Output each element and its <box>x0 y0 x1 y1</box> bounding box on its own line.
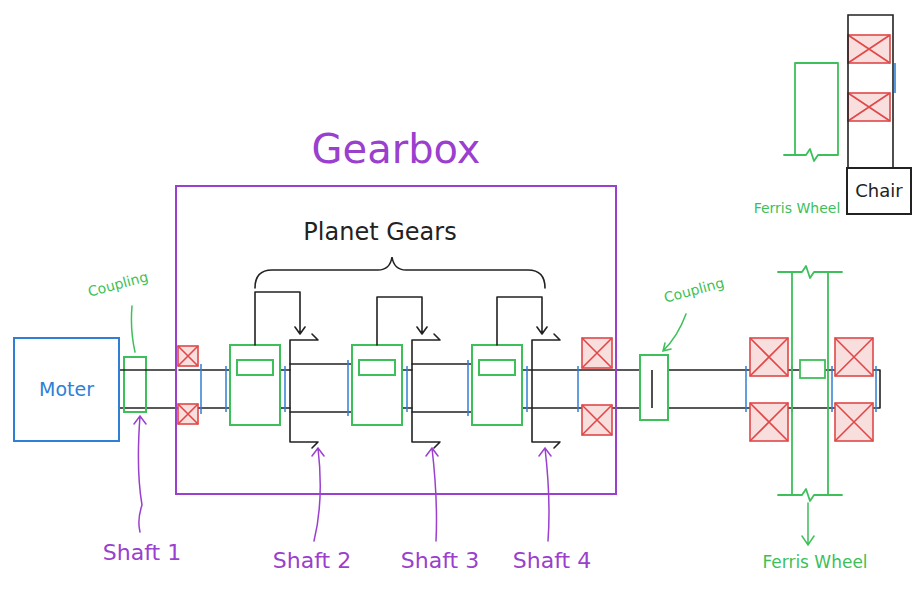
bearing-cross <box>582 338 612 368</box>
coupling-joint <box>651 370 653 408</box>
shaft-label: Shaft 2 <box>273 548 351 574</box>
bearing-box <box>848 35 890 63</box>
carrier-disc <box>412 334 440 448</box>
shaft-label: Shaft 3 <box>401 548 479 574</box>
leader-line <box>131 306 686 352</box>
leader-line <box>134 416 551 541</box>
bearing-box <box>178 404 198 424</box>
bearing-box <box>835 338 873 376</box>
ferris-wheel-section <box>778 266 842 501</box>
bearing-cross <box>835 403 873 441</box>
planet-gear <box>230 345 522 425</box>
shaft-label: Shaft 4 <box>513 548 591 574</box>
bearing-box <box>750 403 788 441</box>
carrier-disc <box>290 334 318 448</box>
bearing-cross <box>582 405 612 435</box>
bearing-cross <box>750 403 788 441</box>
ferris-wheel-hub <box>800 360 825 378</box>
bearing-cross <box>750 338 788 376</box>
carrier-disc <box>532 334 560 448</box>
bearing <box>178 35 890 441</box>
part-label: Coupling <box>86 268 150 300</box>
bearing-cross <box>178 404 198 424</box>
gear-bracket <box>255 292 547 345</box>
box-text: Chair <box>855 180 902 202</box>
bearing-box <box>582 405 612 435</box>
bearing-box <box>835 403 873 441</box>
chair-box: Chair <box>846 167 912 215</box>
coupling <box>124 357 146 412</box>
planet-gear-bore <box>237 360 273 375</box>
planet-gear-body <box>472 345 522 425</box>
bearing-cross <box>178 346 198 366</box>
housing-title: Gearbox <box>175 125 617 173</box>
part-label: Ferris Wheel <box>754 200 841 217</box>
planet-gear-bore <box>359 360 395 375</box>
coupling <box>640 355 668 420</box>
part-label: Coupling <box>662 274 726 306</box>
planet-gear-bore <box>479 360 515 375</box>
bearing-box <box>848 93 890 121</box>
gearbox-housing: Gearbox <box>175 125 617 495</box>
bearing-box <box>178 346 198 366</box>
chair-pin <box>894 63 896 93</box>
curly-brace <box>255 257 545 288</box>
box-text: Moter <box>39 378 94 401</box>
ferris-wheel-rim <box>784 63 838 161</box>
bearing-cross <box>835 338 873 376</box>
bearing-box <box>582 338 612 368</box>
leader-arrow <box>802 503 814 545</box>
chair-arm <box>848 15 893 167</box>
shaft-line <box>120 369 175 371</box>
bearing-cross <box>848 93 890 121</box>
motor-box: Moter <box>13 337 120 442</box>
planet-gear-body <box>230 345 280 425</box>
planet-gear-body <box>352 345 402 425</box>
group-label: Planet Gears <box>303 218 456 247</box>
bearing-box <box>750 338 788 376</box>
bearing-cross <box>848 35 890 63</box>
part-label: Ferris Wheel <box>762 552 867 572</box>
shaft-label: Shaft 1 <box>103 540 181 566</box>
